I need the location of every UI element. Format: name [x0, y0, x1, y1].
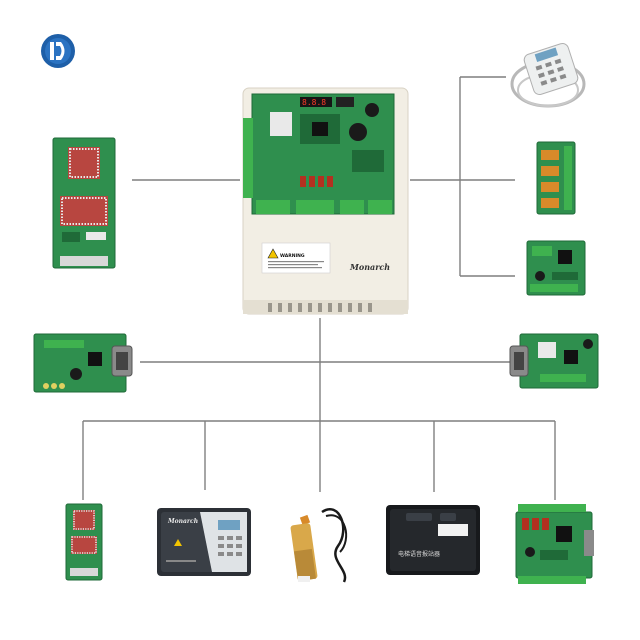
voice-announcer-box: 电梯语音报站器: [386, 505, 480, 575]
communication-board-right: [509, 333, 599, 389]
controller-warning-text: WARNING: [280, 253, 305, 259]
connection-lines: [82, 76, 556, 500]
proximity-sensor: [290, 508, 348, 583]
io-extension-board: [515, 504, 594, 584]
controller-brand: Monarch: [349, 262, 390, 272]
matrix-upper: [68, 147, 100, 179]
main-controller: 8.8.8 WARNING Monarch: [242, 87, 409, 315]
relay-extension-board: [536, 141, 576, 215]
controller-terminal-blocks: [243, 118, 392, 214]
dot-matrix-display-board: [52, 137, 116, 269]
voice-box-label: 电梯语音报站器: [398, 550, 440, 558]
svg-text:8.8.8: 8.8.8: [302, 98, 326, 107]
communication-board-left: [33, 333, 133, 393]
handheld-operator-keypad: [510, 42, 586, 108]
car-top-board: [526, 240, 586, 296]
remote-monitor-box: Monarch: [157, 508, 251, 576]
controller-vent: [268, 303, 372, 312]
cabinet-brand: Monarch: [167, 518, 198, 525]
small-display-board: [65, 503, 103, 581]
matrix-lower: [60, 196, 108, 226]
controller-segment-display: [300, 97, 332, 107]
brand-logo: [41, 34, 75, 68]
